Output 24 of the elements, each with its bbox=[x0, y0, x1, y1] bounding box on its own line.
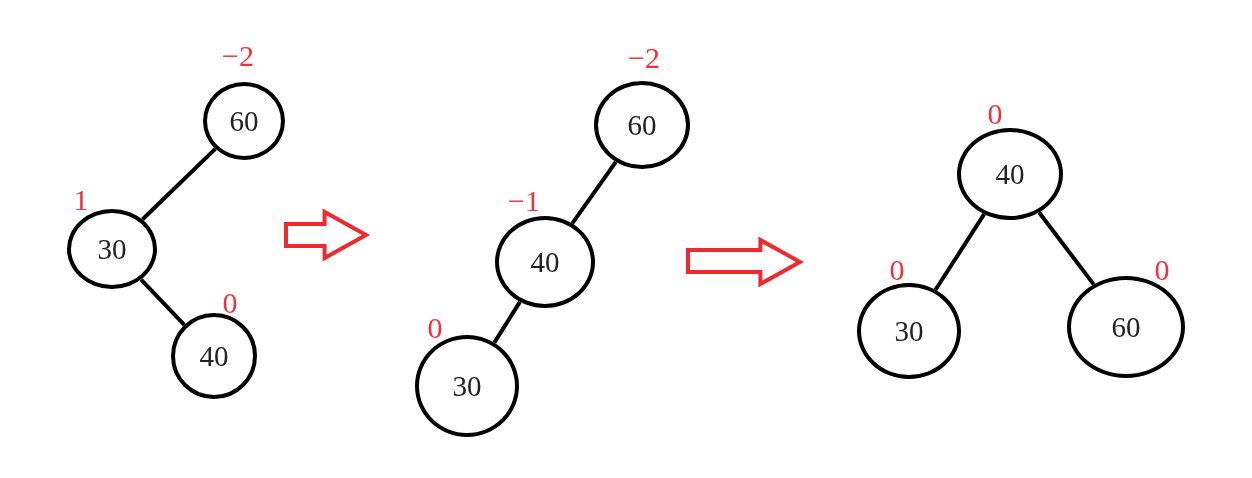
tree-edge bbox=[141, 147, 217, 221]
balance-factor: 0 bbox=[427, 311, 443, 345]
balance-factor: 0 bbox=[222, 286, 238, 320]
tree-edge bbox=[492, 300, 522, 344]
node-value: 60 bbox=[1111, 310, 1141, 344]
node-value: 40 bbox=[530, 245, 560, 279]
node-value: 60 bbox=[229, 104, 259, 138]
node-value: 30 bbox=[894, 314, 924, 348]
node-value: 60 bbox=[627, 108, 657, 142]
balance-factor: 0 bbox=[1154, 253, 1170, 287]
node-value: 30 bbox=[97, 232, 127, 266]
node-value: 40 bbox=[199, 339, 229, 373]
balance-factor: −2 bbox=[628, 41, 660, 75]
tree-edge bbox=[933, 213, 986, 291]
balance-factor: −2 bbox=[222, 39, 254, 73]
tree-edge bbox=[570, 160, 618, 225]
balance-factor: 0 bbox=[889, 253, 905, 287]
balance-factor: 1 bbox=[73, 183, 89, 217]
node-value: 30 bbox=[452, 369, 482, 403]
balance-factor: 0 bbox=[987, 97, 1003, 131]
tree-edge bbox=[139, 278, 186, 327]
node-value: 40 bbox=[995, 157, 1025, 191]
balance-factor: −1 bbox=[508, 184, 540, 218]
tree-edge bbox=[1037, 211, 1096, 286]
